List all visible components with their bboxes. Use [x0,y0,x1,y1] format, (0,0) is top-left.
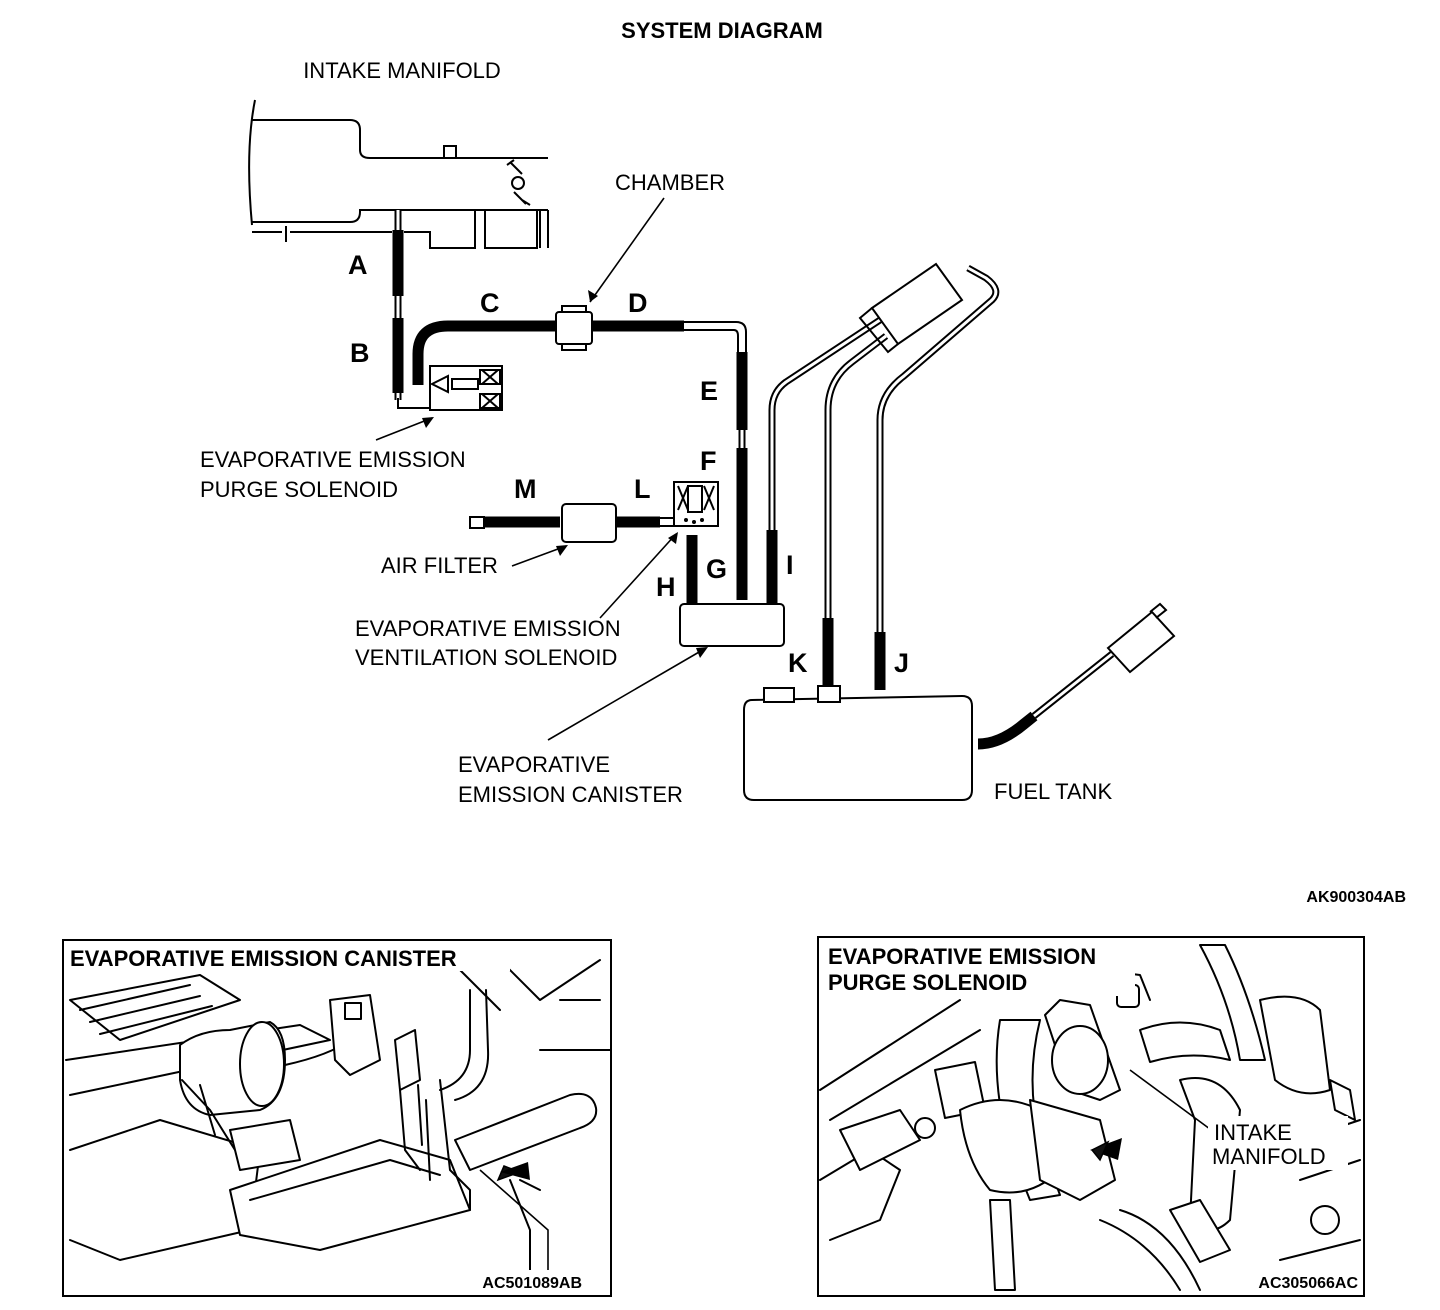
canister-photo-code: AC501089AB [482,1275,582,1292]
purge-solenoid-photo-panel: EVAPORATIVE EMISSION PURGE SOLENOID INTA… [817,936,1365,1297]
diagram-title: SYSTEM DIAGRAM [621,18,823,43]
purge-photo-code: AC305066AC [1258,1275,1358,1292]
fuel-tank [743,602,1176,801]
filler-pipes [822,262,1000,690]
hose-label-i: I [786,550,794,580]
canister-photo-panel: EVAPORATIVE EMISSION CANISTER AC501089AB [62,939,612,1297]
hose-label-a: A [348,250,368,280]
intake-manifold-callout-1: INTAKE [1214,1120,1292,1145]
vent-line [469,503,698,604]
canister-label-1: EVAPORATIVE [458,752,610,777]
hose-label-f: F [700,446,717,476]
canister-photo-sketch [65,959,610,1276]
chamber-label: CHAMBER [615,170,725,195]
hose-fill [977,711,1038,750]
hose-label-c: C [480,288,500,318]
purge-solenoid-label-1: EVAPORATIVE EMISSION [200,447,466,472]
hose-label-l: L [634,474,651,504]
hose-label-e: E [700,376,718,406]
hose-label-j: J [894,648,909,678]
vapor-line-de [592,320,748,600]
fuel-tank-label: FUEL TANK [994,779,1113,804]
hose-c [412,320,556,385]
hose-label-k: K [788,648,808,678]
purge-solenoid [429,365,503,411]
hose-label-d: D [628,288,648,318]
intake-manifold-label: INTAKE MANIFOLD [303,58,501,83]
purge-line [392,210,556,409]
purge-solenoid-label-2: PURGE SOLENOID [200,477,398,502]
intake-manifold [248,99,549,249]
vent-solenoid [673,481,719,527]
vent-solenoid-label-2: VENTILATION SOLENOID [355,645,617,670]
hose-label-g: G [706,554,727,584]
canister-label-2: EMISSION CANISTER [458,782,683,807]
purge-photo-title-2: PURGE SOLENOID [828,970,1027,995]
air-filter-label: AIR FILTER [381,553,498,578]
purge-photo-title-1: EVAPORATIVE EMISSION [828,944,1096,969]
purge-solenoid-photo-sketch [819,944,1361,1291]
chamber [555,305,593,351]
evaporative-emission-canister [679,317,882,647]
hose-label-h: H [656,572,676,602]
canister-photo-title: EVAPORATIVE EMISSION CANISTER [70,946,457,971]
hose-label-b: B [350,338,370,368]
vent-solenoid-label-1: EVAPORATIVE EMISSION [355,616,621,641]
intake-manifold-callout-2: MANIFOLD [1212,1144,1326,1169]
figure-code: AK900304AB [1306,889,1406,906]
hose-label-m: M [514,474,537,504]
